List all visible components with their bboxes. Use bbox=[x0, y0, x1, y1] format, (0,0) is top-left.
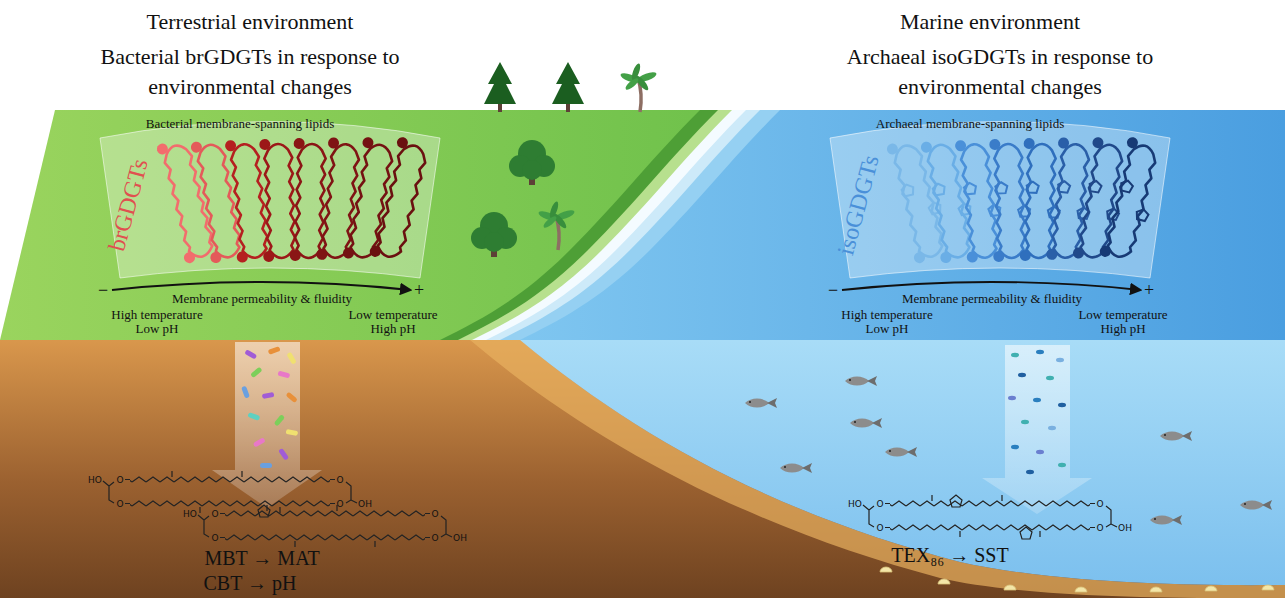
fish bbox=[885, 447, 917, 457]
lipid bbox=[886, 136, 953, 265]
section-title: Marine environment bbox=[780, 8, 1200, 36]
lipid bbox=[290, 138, 327, 262]
fish bbox=[745, 398, 777, 408]
fish bbox=[1150, 515, 1182, 525]
atom-label: O bbox=[336, 475, 343, 485]
palm-tree bbox=[537, 201, 575, 250]
condition-label: High temperature Low pH bbox=[102, 308, 212, 336]
atom-label: HO bbox=[848, 499, 862, 509]
condition-label: Low temperature High pH bbox=[338, 308, 448, 336]
condition-label: High temperature Low pH bbox=[832, 308, 942, 336]
membrane-panel: Archaeal membrane-spanning lipidsisoGDGT… bbox=[825, 110, 1175, 282]
atom-label: HO bbox=[183, 509, 197, 519]
lipid bbox=[190, 137, 243, 264]
section-subtitle: Bacterial brGDGTs in response to environ… bbox=[60, 42, 440, 102]
cyclopentane-ring bbox=[950, 495, 1032, 539]
panel-outline bbox=[100, 122, 440, 279]
shallow-water bbox=[500, 110, 1285, 340]
atom-label: O bbox=[876, 499, 883, 509]
atom-label: O bbox=[211, 509, 218, 519]
atom-label: O bbox=[876, 523, 883, 533]
coast-band bbox=[440, 110, 1285, 340]
sand-slope bbox=[470, 340, 1285, 598]
lipid bbox=[259, 138, 296, 262]
fish bbox=[780, 463, 812, 473]
round-tree bbox=[471, 212, 517, 257]
brgdgt-structure bbox=[103, 471, 357, 513]
shells bbox=[880, 567, 1274, 592]
atom-label: O bbox=[431, 533, 438, 543]
round-tree bbox=[509, 140, 555, 185]
lipid bbox=[989, 138, 1032, 262]
fish bbox=[1160, 431, 1192, 441]
trend-arrow bbox=[842, 282, 1140, 290]
isogdgt-structure bbox=[863, 495, 1117, 537]
atom-label: O bbox=[116, 499, 123, 509]
cyclopentane-ring bbox=[258, 505, 270, 517]
trend-arrow bbox=[112, 282, 410, 290]
axis-sign: − bbox=[93, 281, 113, 299]
archaea-cells bbox=[1008, 350, 1066, 474]
atom-label: OH bbox=[1118, 523, 1132, 533]
lipid bbox=[369, 136, 430, 263]
axis-sign: + bbox=[1139, 281, 1159, 299]
settling-arrow bbox=[982, 345, 1092, 514]
panel-heading: Bacterial membrane-spanning lipids bbox=[120, 116, 360, 131]
pine-tree bbox=[552, 62, 584, 112]
panel-heading: Archaeal membrane-spanning lipids bbox=[850, 116, 1090, 131]
atom-label: O bbox=[1096, 523, 1103, 533]
atom-label: OH bbox=[358, 499, 372, 509]
sea-plane bbox=[520, 110, 1285, 340]
atom-label: O bbox=[1096, 499, 1103, 509]
atom-label: O bbox=[211, 533, 218, 543]
land-plane bbox=[0, 110, 1285, 340]
atom-label: O bbox=[431, 509, 438, 519]
axis-sign: − bbox=[823, 281, 843, 299]
palm-tree bbox=[619, 63, 657, 112]
atom-label: HO bbox=[88, 475, 102, 485]
shallow-water bbox=[486, 110, 1285, 340]
lipid bbox=[920, 136, 979, 264]
fish bbox=[850, 418, 882, 428]
atom-label: O bbox=[336, 499, 343, 509]
panel-outline bbox=[830, 122, 1170, 279]
section-title: Terrestrial environment bbox=[40, 8, 460, 36]
lipid bbox=[225, 137, 270, 263]
pine-tree bbox=[484, 62, 516, 112]
panel-shape bbox=[825, 110, 1175, 282]
bacteria-cells bbox=[241, 346, 298, 468]
axis-label: Membrane permeability & fluidity bbox=[137, 292, 387, 306]
brgdgt-structure bbox=[198, 505, 452, 547]
proxy-equation: MBT → MAT bbox=[142, 546, 382, 570]
proxy-equation: TEX₈₆ → SST bbox=[840, 543, 1060, 567]
coast-band bbox=[458, 110, 1285, 340]
axis-sign: + bbox=[409, 281, 429, 299]
ocean bbox=[520, 340, 1285, 585]
atom-label: O bbox=[116, 475, 123, 485]
fish bbox=[1240, 500, 1272, 510]
section-subtitle: Archaeal isoGDGTs in response to environ… bbox=[810, 42, 1190, 102]
axis-label: Membrane permeability & fluidity bbox=[867, 292, 1117, 306]
soil bbox=[0, 340, 1285, 598]
fish bbox=[845, 376, 877, 386]
panel-shape bbox=[95, 110, 445, 282]
atom-label: OH bbox=[453, 533, 467, 543]
proxy-equation: CBT → pH bbox=[150, 571, 350, 595]
lipid bbox=[1099, 136, 1166, 265]
condition-label: Low temperature High pH bbox=[1068, 308, 1178, 336]
beach-band bbox=[472, 110, 1285, 340]
membrane-panel: Bacterial membrane-spanning lipidsbrGDGT… bbox=[95, 110, 445, 282]
lipid bbox=[1072, 136, 1131, 264]
